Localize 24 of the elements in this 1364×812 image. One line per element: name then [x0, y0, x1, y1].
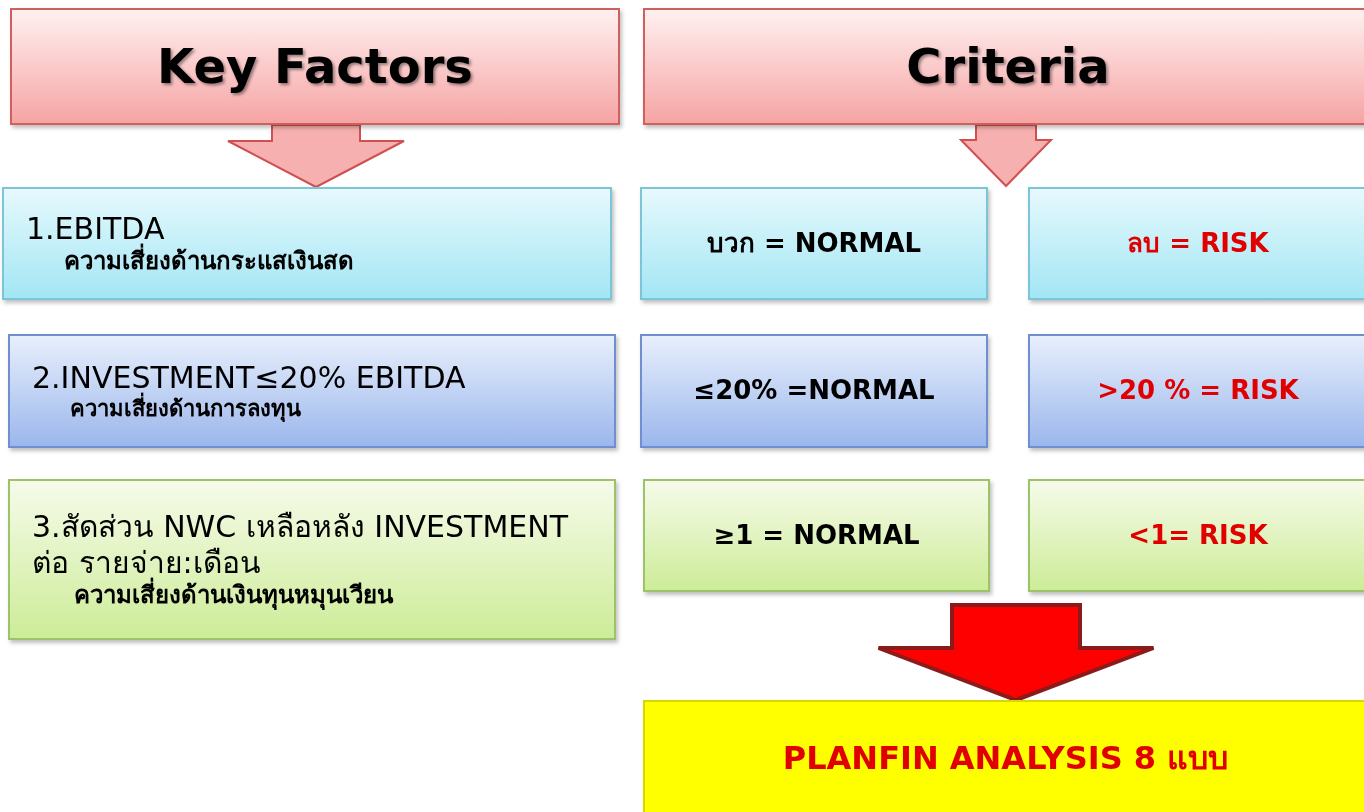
factor-box — [8, 334, 616, 448]
box-label: ลบ = RISK — [1127, 227, 1269, 260]
factor-box — [8, 479, 616, 640]
result-box — [643, 700, 1364, 812]
box-label: ≤20% =NORMAL — [693, 375, 935, 407]
box-label: Key Factors — [157, 37, 473, 96]
box-label: บวก = NORMAL — [706, 227, 922, 260]
box-label: ≥1 = NORMAL — [713, 519, 920, 552]
criteria-box — [1028, 479, 1364, 592]
title-box — [10, 8, 620, 125]
criteria-box — [640, 187, 988, 300]
block-arrow — [227, 124, 405, 189]
block-arrow — [876, 603, 1156, 703]
block-arrow — [958, 124, 1054, 188]
box-label: PLANFIN ANALYSIS 8 แบบ — [782, 738, 1229, 778]
criteria-box — [1028, 334, 1364, 448]
box-label: <1= RISK — [1128, 519, 1268, 552]
title-box — [643, 8, 1364, 125]
box-label: >20 % = RISK — [1097, 375, 1299, 407]
criteria-box — [640, 334, 988, 448]
factor-box — [2, 187, 612, 300]
criteria-box — [1028, 187, 1364, 300]
box-label: Criteria — [906, 37, 1110, 96]
criteria-box — [643, 479, 990, 592]
